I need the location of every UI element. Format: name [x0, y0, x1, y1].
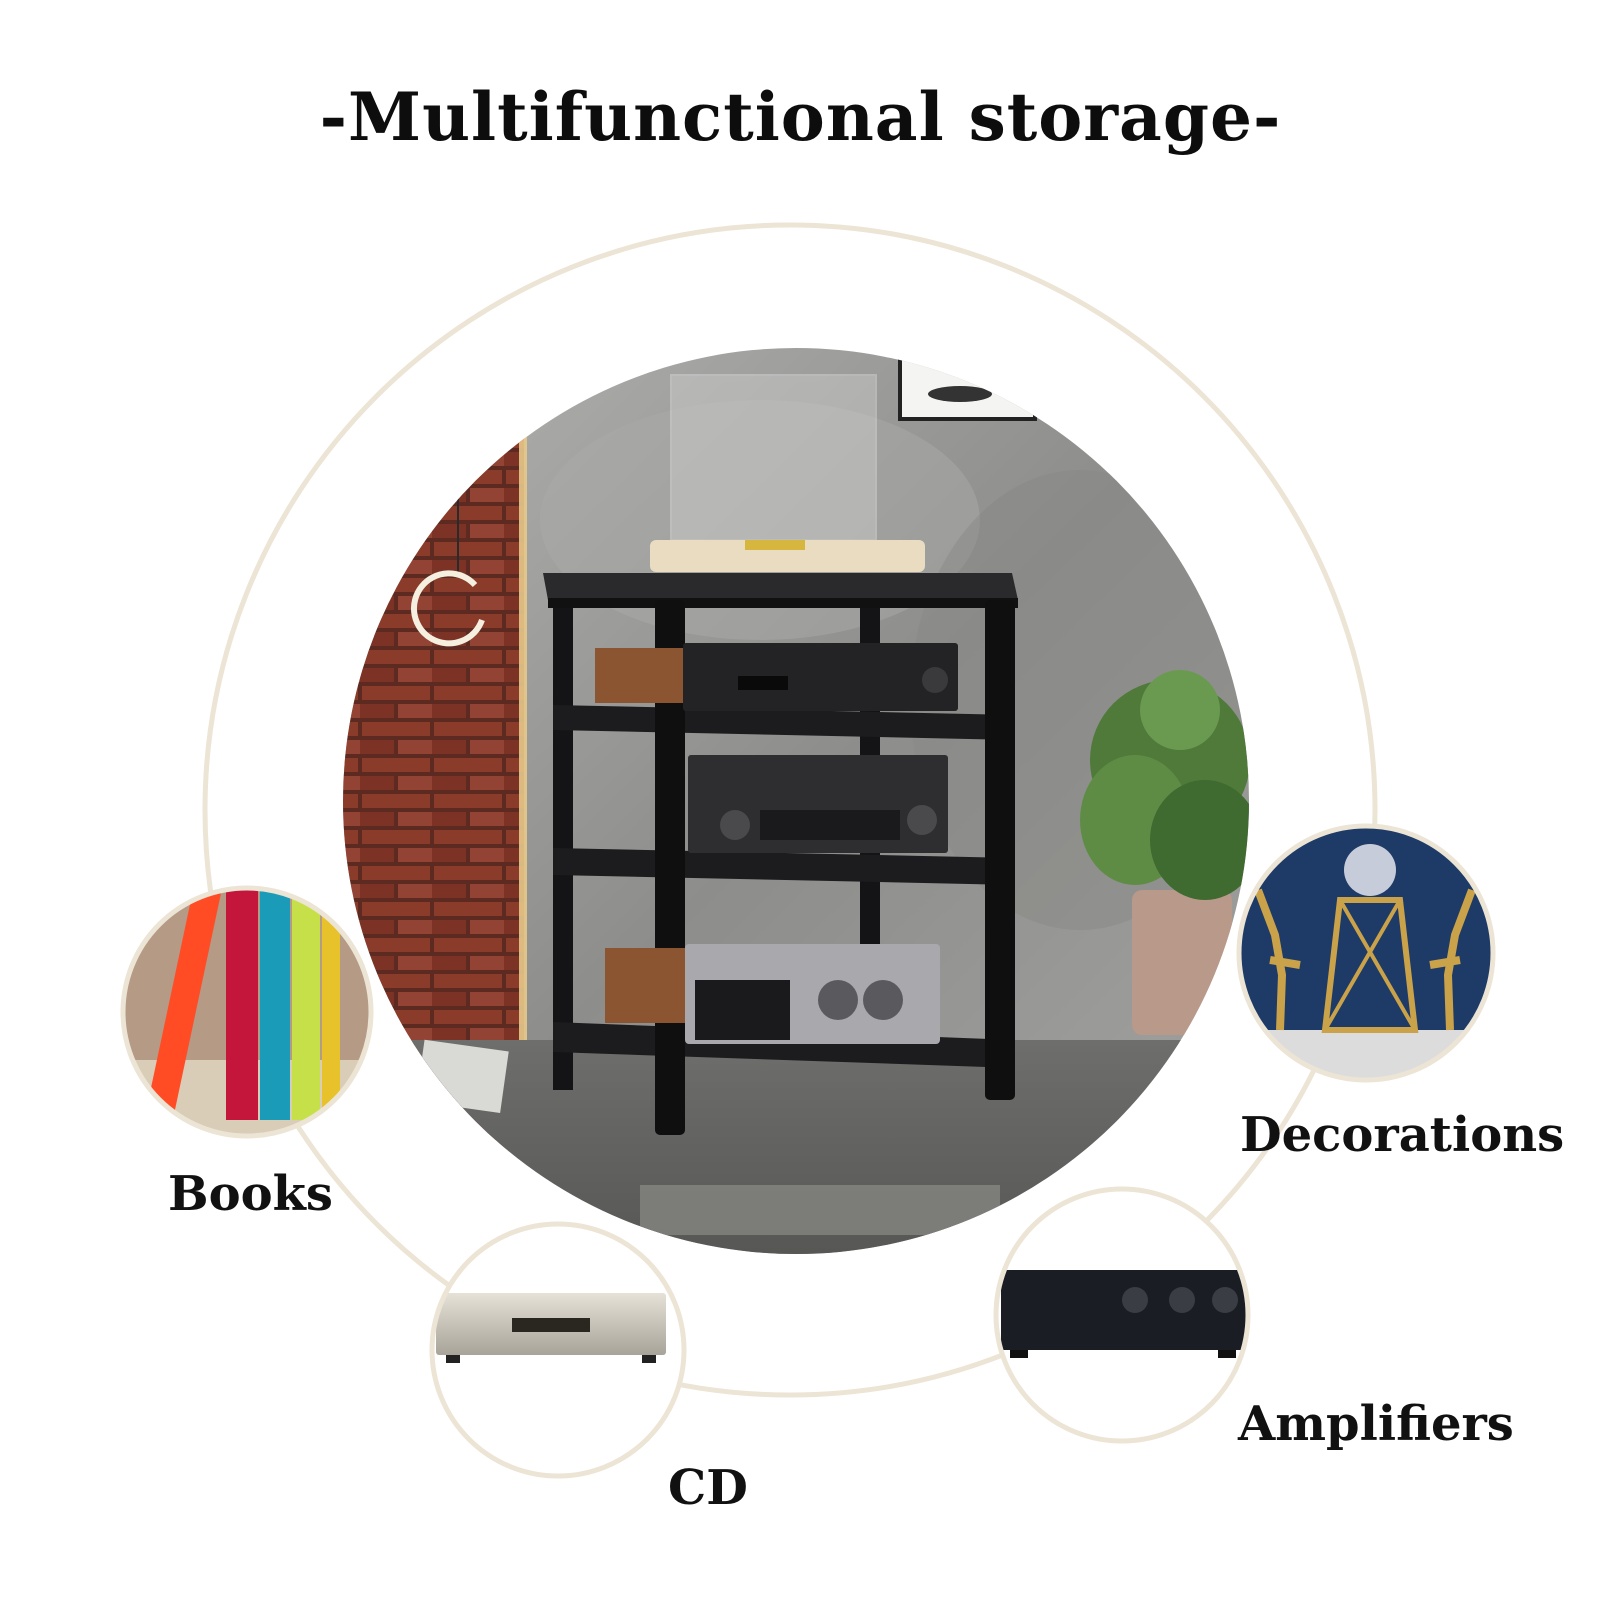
- gold-deer-right: [1429, 888, 1476, 1031]
- amplifier-photo: [996, 1189, 1248, 1441]
- label-books: Books: [168, 1166, 333, 1222]
- label-cd: CD: [668, 1460, 748, 1516]
- pendant-lamp: [411, 570, 485, 647]
- amplifier: [1001, 1270, 1246, 1350]
- cd-player-photo: [432, 1224, 684, 1476]
- main-scene-photo: [343, 348, 1249, 1254]
- gold-deer-left: [1254, 888, 1301, 1031]
- label-amplifiers: Amplifiers: [1238, 1396, 1514, 1452]
- books-photo: [123, 888, 371, 1136]
- audio-rack-shelf: [543, 374, 1018, 1135]
- page-title: -Multifunctional storage-: [319, 78, 1282, 156]
- connector-ring: [202, 222, 1378, 1398]
- label-decorations: Decorations: [1240, 1107, 1565, 1163]
